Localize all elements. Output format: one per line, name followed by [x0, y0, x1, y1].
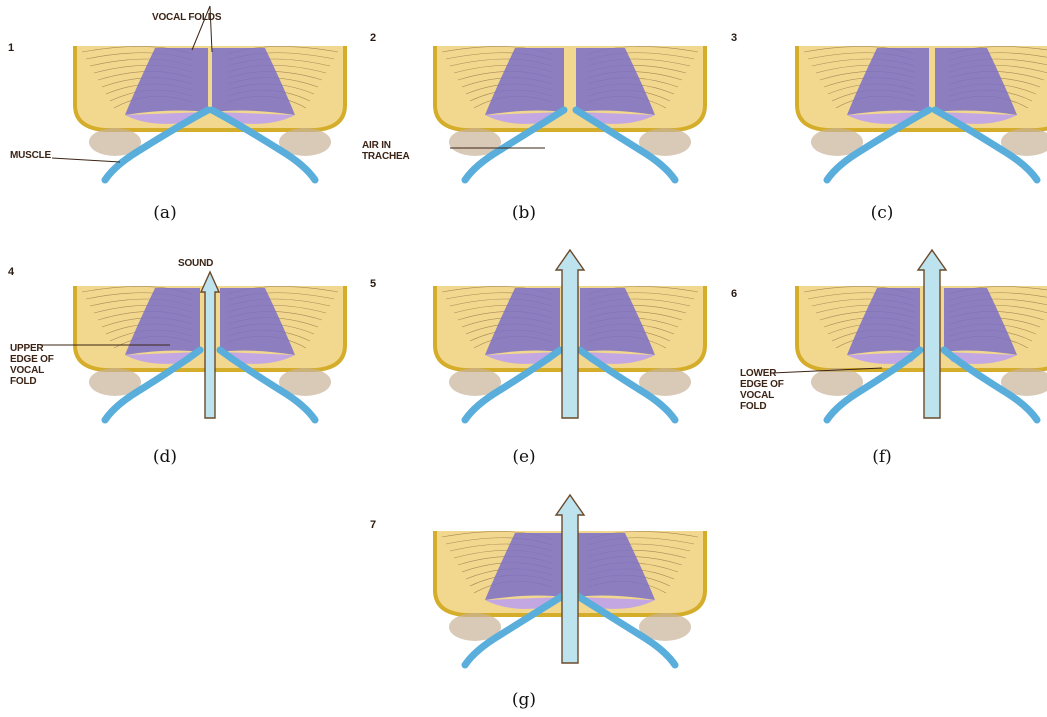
vocal-fold-diagram — [60, 10, 360, 180]
diagram-panel-1 — [60, 10, 360, 180]
panel-number-3: 3 — [731, 32, 737, 44]
vocal-fold-diagram — [60, 250, 360, 420]
cartilage-shape — [435, 42, 705, 130]
caption-a: (a) — [125, 203, 205, 223]
cartilage-top-edge — [432, 38, 708, 46]
diagram-panel-5 — [420, 250, 720, 420]
diagram-panel-7 — [420, 495, 720, 665]
label-vocal-folds: VOCAL FOLDS — [152, 12, 221, 23]
vocal-fold-diagram — [420, 495, 720, 665]
label-sound: SOUND — [178, 258, 213, 269]
panel-number-5: 5 — [370, 278, 376, 290]
panel-number-6: 6 — [731, 288, 737, 300]
diagram-panel-6 — [782, 250, 1047, 420]
panel-number-4: 4 — [8, 266, 14, 278]
caption-d: (d) — [125, 447, 205, 467]
vocal-fold-diagram — [782, 250, 1047, 420]
panel-number-2: 2 — [370, 32, 376, 44]
caption-c: (c) — [842, 203, 922, 223]
caption-g: (g) — [484, 690, 564, 710]
vocal-fold-diagram — [420, 10, 720, 180]
leader-line — [52, 158, 120, 162]
label-lower-edge: LOWER EDGE OF VOCAL FOLD — [740, 368, 784, 412]
caption-b: (b) — [484, 203, 564, 223]
cartilage-top-edge — [794, 38, 1047, 46]
vocal-fold-diagram — [420, 250, 720, 420]
label-muscle: MUSCLE — [10, 150, 51, 161]
caption-f: (f) — [842, 447, 922, 467]
diagram-panel-4 — [60, 250, 360, 420]
label-upper-edge: UPPER EDGE OF VOCAL FOLD — [10, 343, 54, 387]
cartilage-shape — [75, 42, 345, 130]
panel-number-7: 7 — [370, 519, 376, 531]
cartilage-top-edge — [72, 38, 348, 46]
panel-number-1: 1 — [8, 42, 14, 54]
caption-e: (e) — [484, 447, 564, 467]
vocal-fold-diagram — [782, 10, 1047, 180]
diagram-panel-3 — [782, 10, 1047, 180]
label-air-in-trachea: AIR IN TRACHEA — [362, 140, 410, 162]
diagram-panel-2 — [420, 10, 720, 180]
cartilage-top-edge — [794, 278, 1047, 286]
